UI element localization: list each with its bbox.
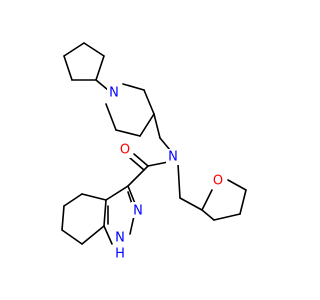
- bond: [213, 213, 241, 221]
- bond: [122, 83, 145, 91]
- bond: [143, 89, 155, 115]
- bond: [115, 129, 141, 137]
- bond: [63, 193, 83, 207]
- bond: [127, 165, 149, 187]
- bond-carbonyl: [133, 153, 149, 167]
- bond: [147, 161, 169, 167]
- bond: [179, 197, 203, 211]
- atom-labels: N N O O N N H: [107, 84, 225, 262]
- bond: [105, 103, 117, 131]
- molecule-structure-diagram: N N O O N N H: [61, 42, 247, 262]
- bond: [81, 225, 105, 245]
- oxygen-label-carbonyl: O: [120, 143, 130, 158]
- bond: [227, 179, 247, 191]
- bond: [139, 113, 155, 137]
- bond: [81, 193, 107, 201]
- bond: [201, 209, 215, 221]
- bond: [153, 113, 161, 139]
- tetrahydrofuran-ring: [201, 179, 247, 221]
- bond: [103, 199, 107, 227]
- bond: [63, 42, 85, 57]
- cyclopentyl-ring: [63, 42, 105, 81]
- bond: [159, 137, 171, 151]
- bond: [103, 225, 113, 245]
- bond: [177, 163, 181, 199]
- cyclohexane-ring: [61, 193, 107, 245]
- oxygen-label-thf: O: [213, 174, 223, 189]
- bond: [105, 185, 129, 201]
- bond-carbonyl: [129, 157, 145, 171]
- nitrogen-label-pyrazole-nh: N: [115, 231, 125, 246]
- bond: [201, 189, 213, 211]
- bond: [83, 42, 105, 57]
- hydrogen-label-pyrazole: H: [115, 247, 125, 262]
- bond-cyclopentyl-n: [95, 79, 109, 91]
- nitrogen-label-amide: N: [168, 150, 178, 165]
- nitrogen-label-pyrazole: N: [133, 204, 143, 219]
- bond: [239, 189, 247, 215]
- bond: [129, 215, 135, 235]
- nitrogen-label-piperidine: N: [109, 86, 119, 101]
- bond: [63, 55, 73, 81]
- bond: [61, 205, 65, 231]
- piperidine-ring: [105, 83, 155, 137]
- bond: [61, 229, 83, 245]
- bond: [95, 55, 105, 81]
